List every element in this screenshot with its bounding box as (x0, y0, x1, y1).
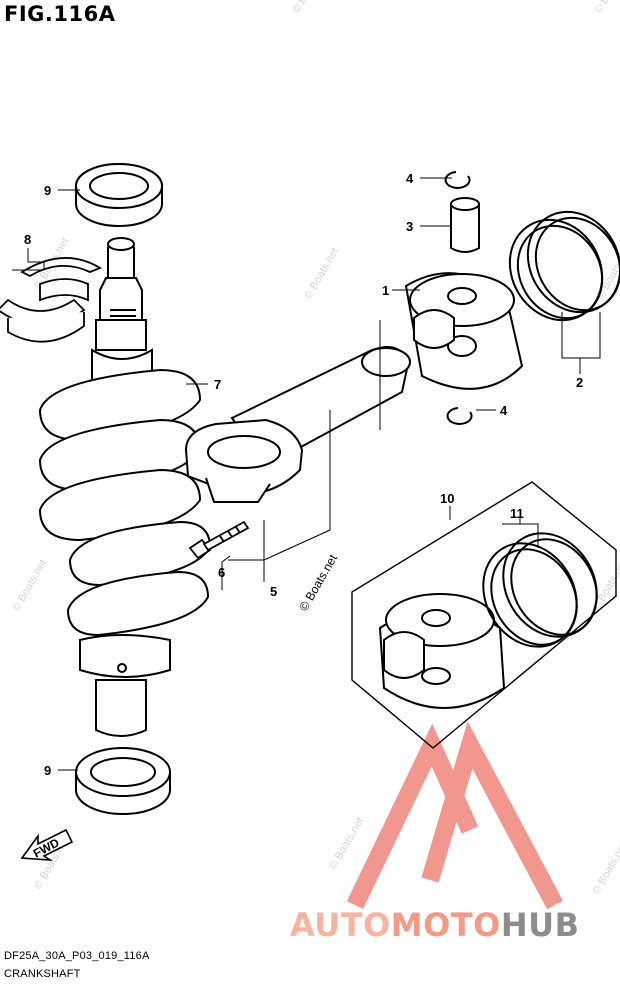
brand-moto: MOTO (390, 906, 501, 944)
watermark-text-center: © Boats.net (296, 551, 340, 613)
piston-pin (450, 197, 480, 253)
callout-5: 5 (270, 584, 277, 599)
watermark-text: © Boats.net (592, 0, 620, 16)
circlip-bottom (446, 407, 473, 425)
callout-10: 10 (440, 491, 454, 506)
callout-6: 6 (218, 565, 225, 580)
callout-9-top: 9 (44, 183, 51, 198)
callout-9-bottom: 9 (44, 763, 51, 778)
crankshaft (38, 237, 212, 737)
watermark-text: © Boats.net (290, 0, 329, 16)
figure-title: FIG.116A (4, 2, 116, 26)
piston-set-rings (482, 532, 598, 648)
watermark-text: © Boats.net (327, 816, 366, 872)
piston-set (378, 593, 506, 709)
brand-auto: AUTO (290, 906, 391, 944)
oil-seal-bottom (75, 747, 171, 815)
forward-arrow-icon: FWD (20, 828, 74, 862)
automotohub-triangle-logo (346, 721, 563, 910)
callout-8: 8 (24, 232, 31, 247)
drawing-code: DF25A_30A_P03_019_116A (4, 950, 150, 962)
callout-11: 11 (510, 506, 524, 521)
rod-bolt (188, 520, 250, 560)
watermark-text: © Boats.net (302, 246, 341, 302)
leader-lines (12, 177, 601, 771)
watermark-text: © Boats.net (590, 841, 620, 897)
crank-bearing (0, 257, 103, 343)
callout-3: 3 (406, 219, 413, 234)
automotohub-wordmark: AUTOMOTOHUB (290, 906, 580, 944)
callout-2: 2 (576, 375, 583, 390)
watermark-text: © Boats.net (10, 558, 49, 614)
callout-4-top: 4 (406, 171, 414, 186)
callout-labels: 9 8 7 4 3 1 2 4 6 5 10 11 9 (24, 171, 583, 778)
callout-4-bottom: 4 (500, 403, 508, 418)
circlip-top (444, 171, 471, 189)
connecting-rod (184, 346, 411, 503)
brand-hub: HUB (500, 906, 580, 944)
piston-rings (508, 210, 620, 322)
drawing-subtitle: CRANKSHAFT (4, 968, 81, 980)
callout-7: 7 (214, 377, 221, 392)
oil-seal-top (75, 163, 163, 227)
piston-set-frame (351, 481, 617, 749)
piston (404, 272, 524, 390)
callout-1: 1 (382, 283, 389, 298)
